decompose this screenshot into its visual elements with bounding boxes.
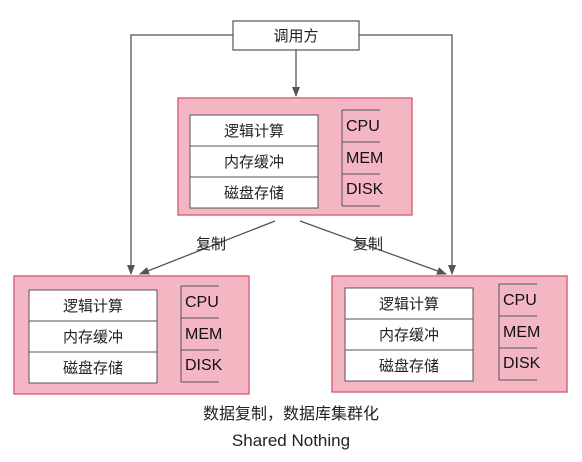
- layer-logic-right: [344, 287, 474, 320]
- connectors: [127, 34, 456, 275]
- arrow-caller-to-left: [127, 34, 233, 275]
- copy-label-right: 复制: [353, 235, 383, 253]
- layer-disk-label: 磁盘存储: [379, 357, 439, 375]
- caller-box: [232, 20, 360, 51]
- node-top: 逻辑计算 内存缓冲 磁盘存储 CPU MEM DISK: [177, 97, 413, 216]
- layer-memory-label: 内存缓冲: [224, 153, 284, 171]
- resource-bracket-top: [341, 109, 380, 207]
- resource-cpu-label: CPU: [346, 118, 380, 135]
- layer-disk-label: 磁盘存储: [224, 184, 284, 202]
- layer-disk-left: [28, 351, 158, 384]
- layer-logic-label: 逻辑计算: [379, 295, 439, 313]
- arrow-copy-left: [139, 220, 276, 275]
- resource-mem-label: MEM: [185, 326, 222, 343]
- resource-mem-label: MEM: [503, 324, 540, 341]
- layer-memory-top: [189, 145, 319, 178]
- arrow-copy-right: [299, 220, 447, 275]
- arrow-caller-to-right: [359, 34, 456, 275]
- copy-label-left: 复制: [196, 235, 226, 253]
- resource-disk-label: DISK: [503, 355, 541, 372]
- caller-node: 调用方: [232, 20, 360, 51]
- resource-cpu-label: CPU: [503, 292, 537, 309]
- layer-logic-label: 逻辑计算: [63, 297, 123, 315]
- layer-disk-top: [189, 176, 319, 209]
- resource-cpu-label: CPU: [185, 294, 219, 311]
- node-left: 逻辑计算 内存缓冲 磁盘存储 CPU MEM DISK: [13, 275, 250, 395]
- layer-logic-top: [189, 114, 319, 147]
- resource-disk-label: DISK: [346, 181, 384, 198]
- node-right: 逻辑计算 内存缓冲 磁盘存储 CPU MEM DISK: [331, 275, 568, 393]
- layer-memory-left: [28, 320, 158, 353]
- resource-disk-label: DISK: [185, 357, 223, 374]
- layer-disk-right: [344, 349, 474, 382]
- resource-bracket-left: [180, 285, 219, 383]
- caller-label: 调用方: [273, 27, 318, 45]
- resource-bracket-right: [498, 283, 537, 381]
- layer-disk-label: 磁盘存储: [63, 359, 123, 377]
- layer-memory-label: 内存缓冲: [63, 328, 123, 346]
- resource-mem-label: MEM: [346, 150, 383, 167]
- layer-logic-label: 逻辑计算: [224, 122, 284, 140]
- layer-logic-left: [28, 289, 158, 322]
- caption-line-1: 数据复制，数据库集群化: [203, 404, 379, 423]
- layer-memory-label: 内存缓冲: [379, 326, 439, 344]
- caption-line-2: Shared Nothing: [232, 431, 350, 450]
